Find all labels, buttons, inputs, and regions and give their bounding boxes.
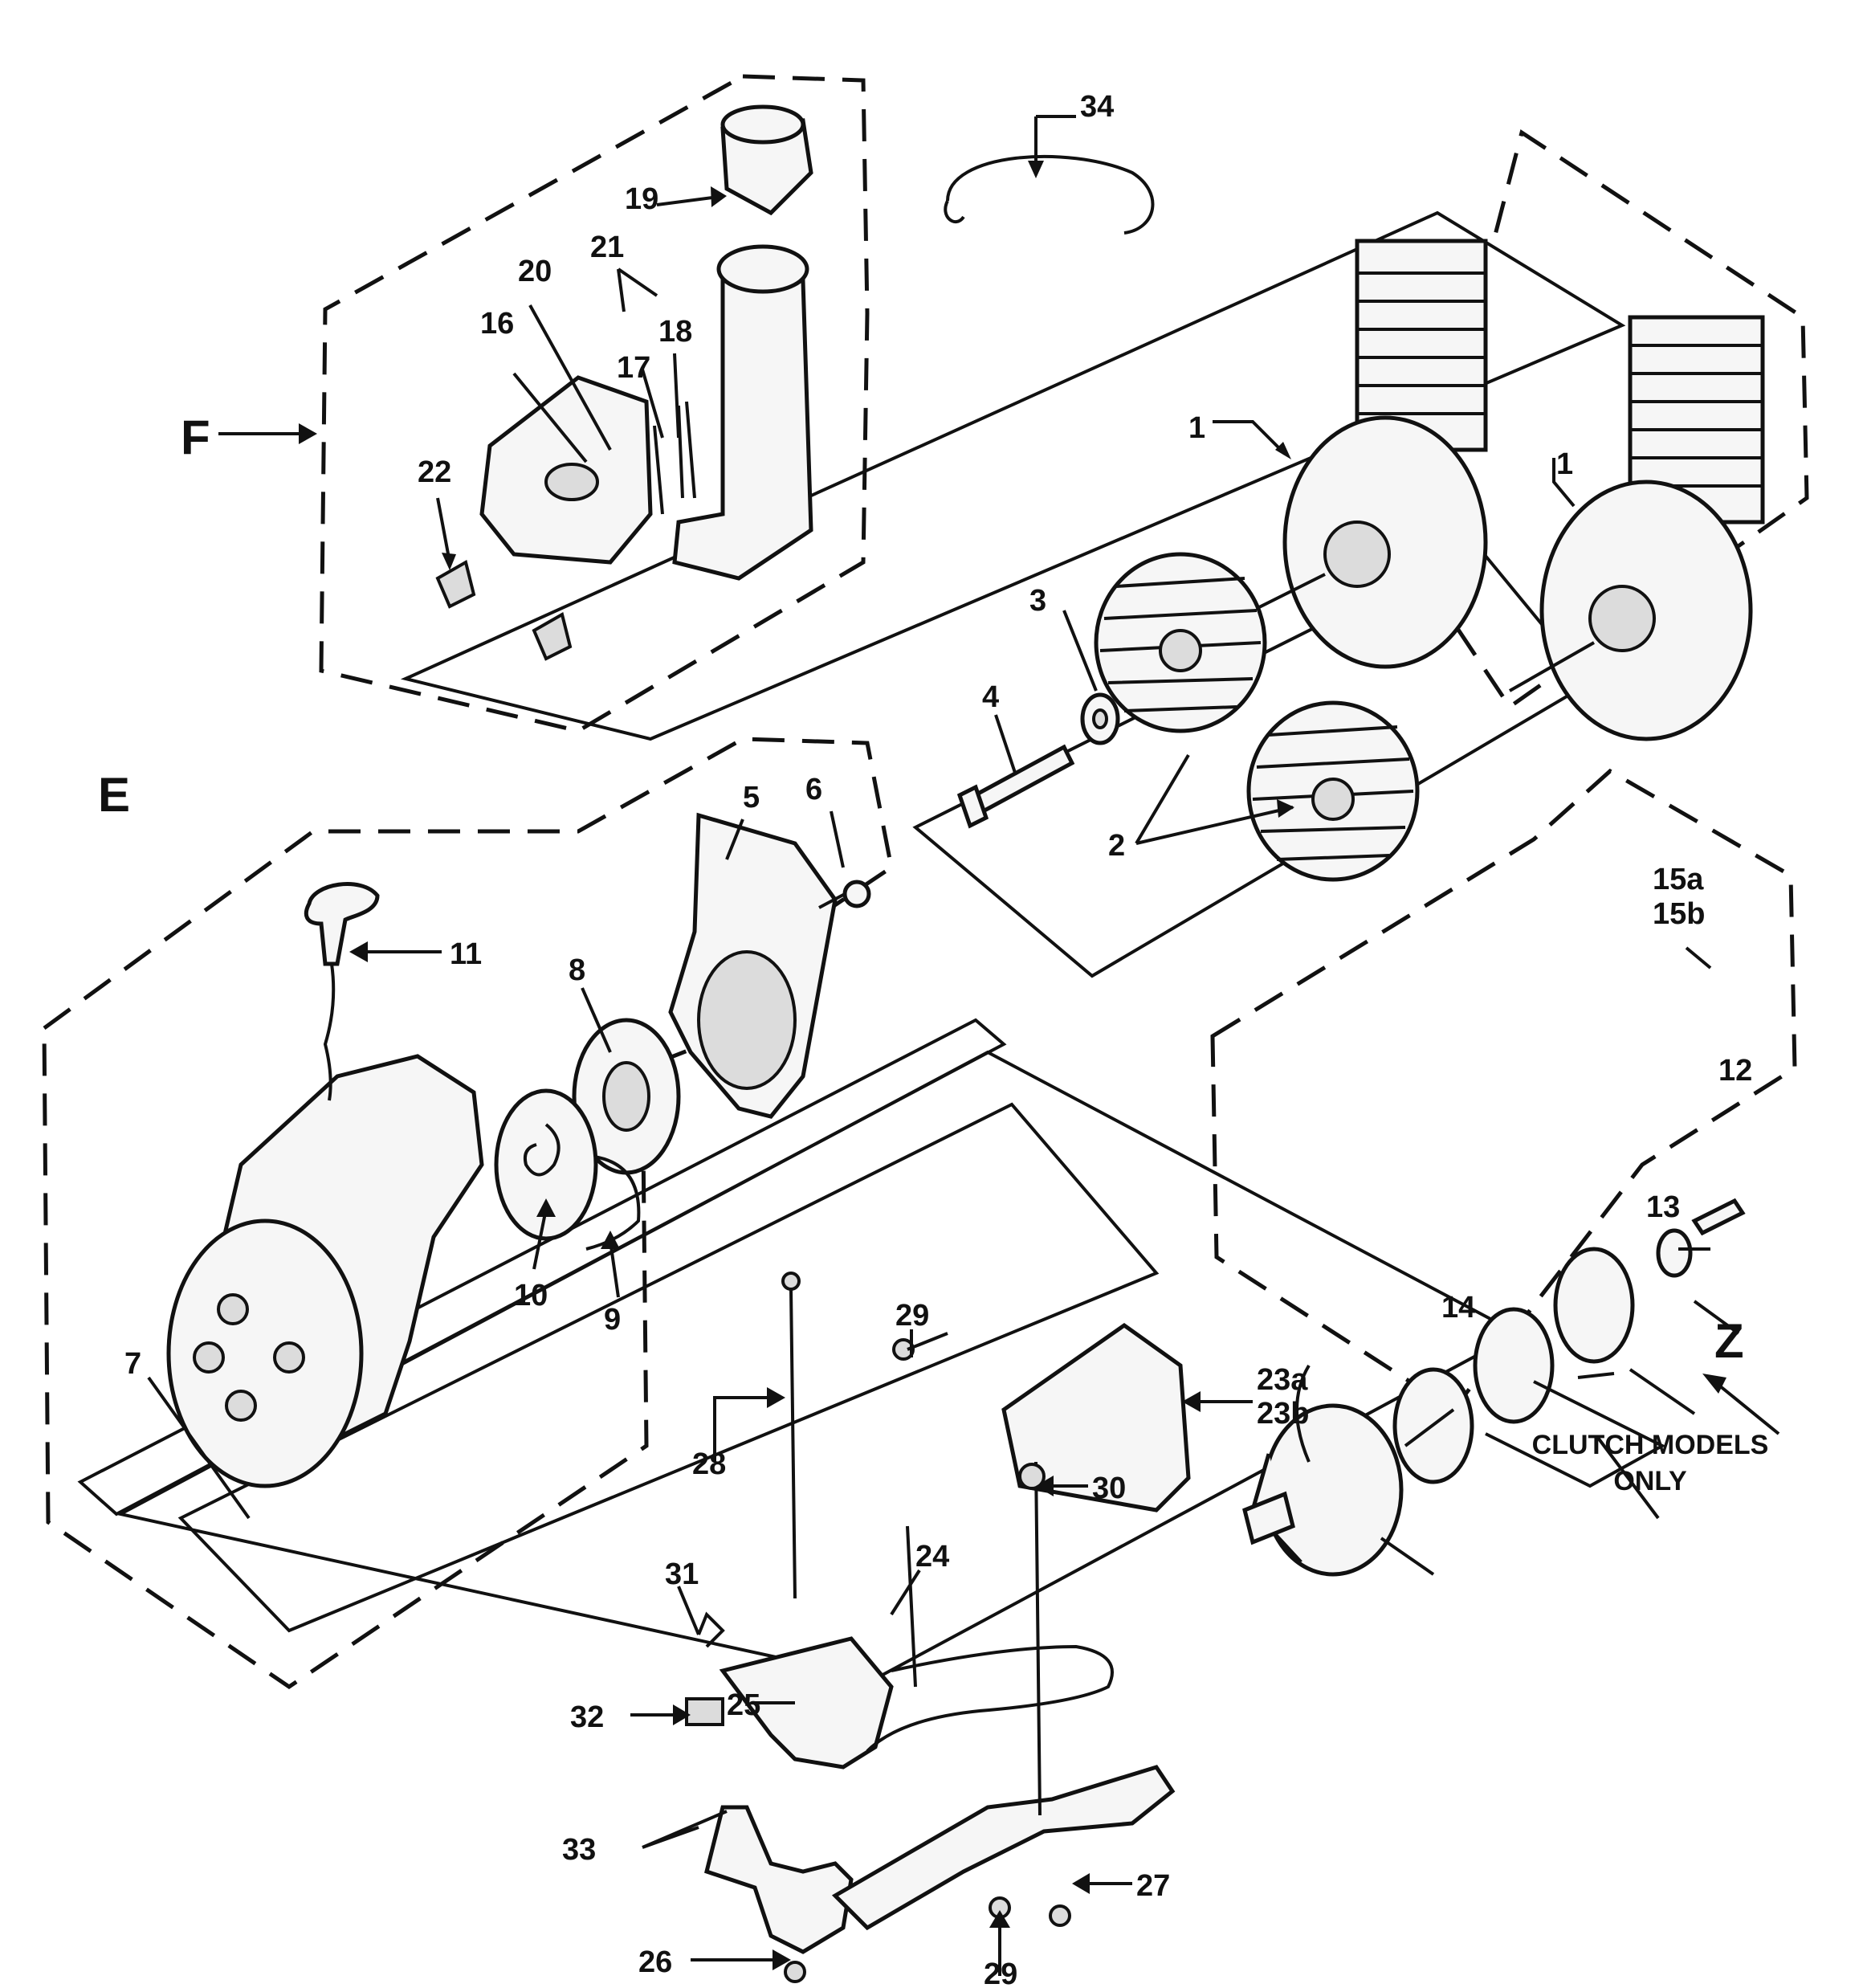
callout-21: 21 bbox=[590, 231, 624, 264]
part-mount-clips bbox=[435, 559, 573, 661]
callout-28: 28 bbox=[692, 1447, 726, 1481]
group-label-f: F bbox=[181, 410, 210, 464]
part-flywheel-upper bbox=[1094, 552, 1267, 733]
part-fuel-tank-assembly bbox=[479, 244, 813, 581]
part-clutch-shoes bbox=[1392, 1247, 1635, 1484]
callout-15a: 15a bbox=[1653, 863, 1704, 896]
callout-15b: 15b bbox=[1653, 897, 1705, 931]
callout-3: 3 bbox=[1029, 584, 1046, 618]
callout-13: 13 bbox=[1646, 1190, 1680, 1224]
callout-1-clutch: 1 bbox=[1556, 447, 1573, 481]
callout-6: 6 bbox=[805, 773, 822, 806]
part-fuel-lines bbox=[653, 401, 696, 515]
part-spring-clip bbox=[697, 1611, 725, 1648]
part-flywheel-lower bbox=[1246, 700, 1420, 882]
part-starter-housing bbox=[166, 1054, 484, 1488]
part-engine-standard bbox=[1244, 239, 1488, 669]
part-engine-clutch bbox=[1509, 315, 1765, 741]
callout-12: 12 bbox=[1718, 1054, 1752, 1088]
callout-24: 24 bbox=[915, 1540, 949, 1574]
callout-23a: 23a bbox=[1257, 1363, 1308, 1397]
callout-11: 11 bbox=[450, 937, 482, 971]
part-pulley bbox=[572, 1018, 681, 1175]
callout-20: 20 bbox=[518, 255, 552, 288]
group-f-boundary bbox=[319, 74, 870, 733]
clutch-note-line1: CLUTCH MODELS bbox=[1532, 1430, 1769, 1460]
callout-4: 4 bbox=[982, 680, 999, 714]
callout-30: 30 bbox=[1092, 1472, 1126, 1505]
part-recoil-spring bbox=[494, 1088, 598, 1241]
callout-29-lower: 29 bbox=[984, 1957, 1017, 1988]
callout-leaders bbox=[147, 115, 1780, 1976]
callout-2: 2 bbox=[1108, 829, 1125, 863]
part-switch bbox=[685, 1697, 724, 1726]
callout-31: 31 bbox=[665, 1557, 699, 1591]
callout-33: 33 bbox=[562, 1833, 596, 1867]
part-starter-handle bbox=[304, 882, 380, 1101]
part-starter-plate bbox=[668, 812, 838, 1119]
part-washer bbox=[1080, 692, 1120, 745]
part-fan-housing bbox=[1001, 1322, 1191, 1512]
part-handle-assembly bbox=[704, 1461, 1176, 1954]
callout-labels: 34 19 21 20 18 16 17 F 22 1 1 3 4 2 E 5 … bbox=[98, 90, 1768, 1988]
callout-9: 9 bbox=[604, 1303, 621, 1337]
callout-7: 7 bbox=[124, 1347, 141, 1381]
callout-18: 18 bbox=[658, 315, 692, 349]
part-bolt bbox=[956, 744, 1075, 829]
callout-32: 32 bbox=[570, 1700, 604, 1734]
callout-26: 26 bbox=[638, 1945, 672, 1979]
callout-29-upper: 29 bbox=[895, 1299, 929, 1333]
clutch-note-line2: ONLY bbox=[1613, 1466, 1687, 1496]
callout-14: 14 bbox=[1441, 1291, 1475, 1325]
callout-16: 16 bbox=[480, 307, 514, 341]
callout-23b: 23b bbox=[1257, 1397, 1309, 1431]
callout-25: 25 bbox=[727, 1688, 760, 1722]
group-label-z: Z bbox=[1714, 1314, 1744, 1368]
callout-34: 34 bbox=[1080, 90, 1114, 124]
callout-5: 5 bbox=[743, 781, 760, 814]
callout-17: 17 bbox=[617, 351, 650, 385]
part-screw bbox=[818, 880, 871, 909]
part-clutch-washer bbox=[1656, 1228, 1693, 1278]
callout-22: 22 bbox=[418, 455, 451, 489]
callout-1-standard: 1 bbox=[1188, 411, 1205, 445]
callout-8: 8 bbox=[569, 953, 585, 987]
group-label-e: E bbox=[98, 768, 130, 822]
callout-10: 10 bbox=[514, 1279, 548, 1312]
callout-27: 27 bbox=[1136, 1869, 1170, 1903]
group-z-boundary bbox=[1210, 768, 1797, 1413]
callout-19: 19 bbox=[625, 182, 658, 216]
part-clutch-drum bbox=[1242, 1403, 1404, 1577]
part-spring-ring bbox=[944, 154, 1155, 235]
part-fuel-cap bbox=[720, 104, 813, 216]
part-small-hardware bbox=[781, 1272, 1071, 1983]
part-throttle-cable bbox=[866, 1644, 1114, 1753]
part-clutch-pin bbox=[1691, 1198, 1746, 1236]
